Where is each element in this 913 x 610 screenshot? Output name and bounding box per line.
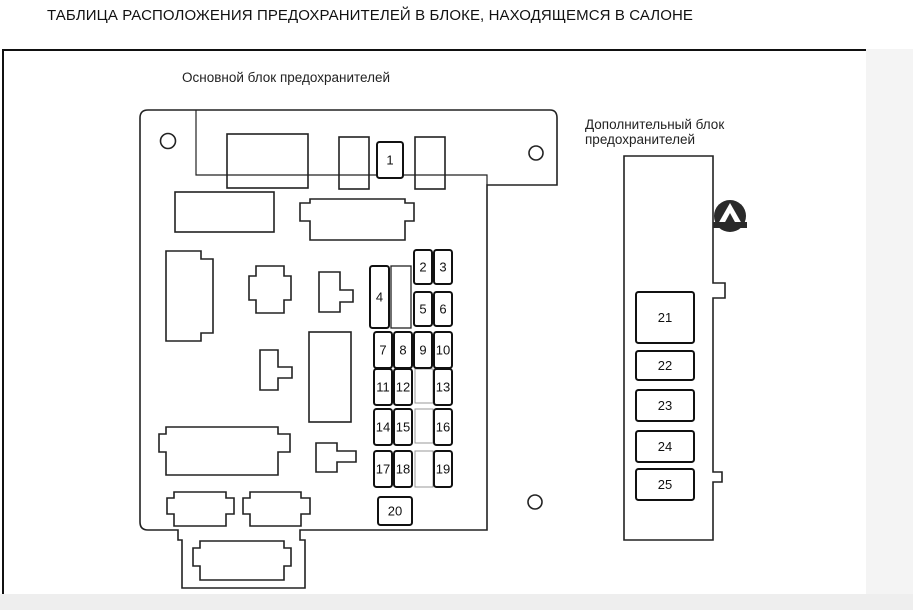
fuse-label-4: 4 (376, 290, 383, 305)
background-band-bottom (0, 594, 913, 610)
connector-long (158, 426, 291, 476)
fuse-slot-empty (414, 368, 434, 404)
fuse-16 (433, 408, 453, 446)
fuse-15 (393, 408, 413, 446)
fuse-14 (373, 408, 393, 446)
fuse-11 (373, 368, 393, 406)
fuse-label-1: 1 (386, 153, 393, 168)
fuse-1 (376, 141, 404, 179)
connector-top-large (226, 133, 309, 189)
fuse-21 (635, 291, 695, 344)
connector-wide-right (299, 198, 415, 241)
fuse-label-9: 9 (419, 343, 426, 358)
fuse-label-18: 18 (396, 462, 410, 477)
fuse-label-21: 21 (658, 310, 672, 325)
fuse-2 (413, 249, 433, 285)
fuse-18 (393, 450, 413, 488)
fuse-label-12: 12 (396, 380, 410, 395)
fuse-12 (393, 368, 413, 406)
main-block-label: Основной блок предохранителей (182, 70, 391, 85)
mount-hole-top-left (159, 132, 177, 150)
diode-connector-1 (318, 271, 354, 313)
aux-block-housing (623, 155, 726, 541)
connector-top-relay-left (338, 136, 370, 190)
background-band-right (866, 49, 913, 594)
fuse-label-8: 8 (399, 343, 406, 358)
fuse-label-20: 20 (388, 504, 402, 519)
fuse-label-13: 13 (436, 380, 450, 395)
fuse-label-7: 7 (379, 343, 386, 358)
aux-fuse-group: 21 22 23 24 25 (635, 291, 695, 501)
diagram-frame (2, 49, 866, 594)
fuse-23 (635, 389, 695, 422)
fuse-label-22: 22 (658, 358, 672, 373)
fuse-label-16: 16 (436, 420, 450, 435)
connector-bottom-left (166, 491, 235, 527)
connector-bottom-tab (192, 540, 292, 581)
fuse-label-6: 6 (439, 302, 446, 317)
fuse-22 (635, 350, 695, 381)
fuse-3 (433, 249, 453, 285)
aux-block-label-line2: предохранителей (585, 132, 696, 147)
fuse-label-24: 24 (658, 439, 672, 454)
fuse-5 (413, 291, 433, 327)
main-block-housing (139, 109, 558, 589)
diode-connector-3 (315, 442, 357, 473)
aux-block-label-line1: Дополнительный блок (585, 117, 725, 132)
watermark-logo-icon (713, 200, 747, 232)
page-title: ТАБЛИЦА РАСПОЛОЖЕНИЯ ПРЕДОХРАНИТЕЛЕЙ В Б… (47, 7, 694, 24)
fuse-label-25: 25 (658, 477, 672, 492)
fuse-label-23: 23 (658, 398, 672, 413)
fuse-label-3: 3 (439, 260, 446, 275)
fuse-slot-empty (414, 450, 434, 488)
connector-small (248, 265, 292, 314)
diode-connector-2 (259, 349, 293, 391)
fuse-slot-empty (390, 265, 412, 329)
fuse-20 (377, 496, 413, 526)
fuse-13 (433, 368, 453, 406)
fuse-label-2: 2 (419, 260, 426, 275)
fuse-label-11: 11 (376, 380, 390, 395)
connector-wide-left (174, 191, 275, 233)
fuse-label-5: 5 (419, 302, 426, 317)
main-block-inner-ledge (195, 110, 488, 185)
connector-bottom-mid (242, 491, 311, 527)
mount-hole-top-right (528, 145, 544, 161)
mount-hole-bottom-right (527, 494, 543, 510)
fuse-9 (413, 331, 433, 369)
fuse-6 (433, 291, 453, 327)
fuse-label-17: 17 (376, 462, 390, 477)
fuse-label-14: 14 (376, 420, 390, 435)
relay-tall (308, 331, 352, 423)
fuse-24 (635, 430, 695, 463)
fuse-slot-empty (414, 408, 434, 444)
fuse-17 (373, 450, 393, 488)
fuse-19 (433, 450, 453, 488)
connector-top-relay-right (414, 136, 446, 190)
fuse-label-10: 10 (436, 343, 450, 358)
fuse-4 (369, 265, 390, 329)
fuse-label-15: 15 (396, 420, 410, 435)
fuse-label-19: 19 (436, 462, 450, 477)
fuse-25 (635, 468, 695, 501)
relay-left (165, 250, 214, 342)
